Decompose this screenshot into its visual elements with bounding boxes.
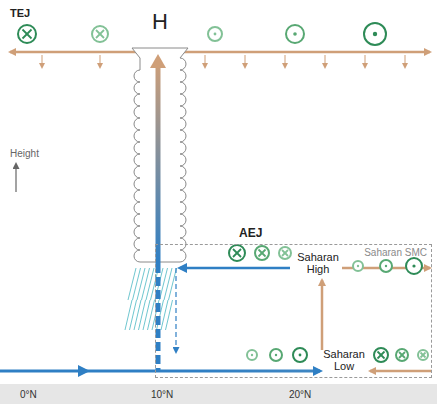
out-of-page-symbol bbox=[286, 25, 304, 43]
out-of-page-symbol bbox=[299, 354, 302, 357]
jet-name: TEJ bbox=[10, 7, 30, 19]
height-axis bbox=[15, 164, 16, 192]
out-of-page-symbol bbox=[270, 349, 282, 361]
subsidence-arrow bbox=[100, 55, 101, 67]
into-page-symbol bbox=[282, 250, 288, 256]
harmattan-arrow bbox=[370, 370, 432, 373]
pressure-label: Saharan High bbox=[295, 251, 341, 275]
axis-title: Height bbox=[10, 148, 39, 159]
aej-return-arrow bbox=[180, 267, 290, 270]
rain-stroke bbox=[164, 268, 172, 300]
downdraft-arrow bbox=[175, 268, 176, 352]
into-page-symbol bbox=[421, 353, 426, 358]
rain-stroke bbox=[146, 268, 154, 300]
out-of-page-symbol bbox=[353, 261, 363, 271]
updraft-dashed bbox=[156, 264, 161, 372]
subsidence-arrows bbox=[42, 55, 405, 67]
outflow-arrow bbox=[10, 51, 152, 54]
updraft-arrow bbox=[156, 66, 161, 264]
into-page-symbol bbox=[229, 245, 245, 261]
rain-stroke bbox=[160, 268, 168, 300]
wind-symbols bbox=[18, 23, 428, 362]
out-of-page-symbol bbox=[373, 32, 377, 36]
pressure-label: Saharan Low bbox=[321, 348, 367, 372]
out-of-page-symbol bbox=[364, 23, 386, 45]
into-page-symbol bbox=[418, 350, 428, 360]
out-of-page-symbol bbox=[208, 27, 222, 41]
outflow-arrow bbox=[168, 51, 430, 54]
into-page-symbol bbox=[279, 247, 291, 259]
out-of-page-symbol bbox=[293, 348, 307, 362]
into-page-symbol bbox=[399, 352, 405, 358]
out-of-page-symbol bbox=[275, 354, 277, 356]
out-of-page-symbol bbox=[385, 265, 387, 267]
into-page-symbol bbox=[23, 30, 32, 39]
into-page-symbol bbox=[378, 352, 385, 359]
subsidence-arrow bbox=[285, 55, 286, 67]
out-of-page-symbol bbox=[357, 265, 359, 267]
region-title: Saharan SMC bbox=[364, 247, 427, 258]
ground-band bbox=[0, 384, 437, 404]
into-page-symbol bbox=[421, 353, 426, 358]
into-page-symbol bbox=[255, 246, 269, 260]
subsidence-arrow bbox=[205, 55, 206, 67]
pressure-mark: H bbox=[152, 10, 168, 34]
latitude-tick: 10°N bbox=[151, 389, 173, 400]
into-page-symbol bbox=[23, 30, 32, 39]
subsidence-arrow bbox=[42, 55, 43, 67]
into-page-symbol bbox=[259, 250, 266, 257]
out-of-page-symbol bbox=[406, 258, 422, 274]
jet-name: AEJ bbox=[239, 227, 262, 240]
into-page-symbol bbox=[282, 250, 288, 256]
out-of-page-symbol bbox=[293, 32, 297, 36]
out-of-page-symbol bbox=[214, 33, 217, 36]
subsidence-arrow bbox=[405, 55, 406, 67]
into-page-symbol bbox=[18, 25, 36, 43]
rain-stroke bbox=[137, 268, 145, 300]
rain-stroke bbox=[142, 268, 150, 300]
into-page-symbol bbox=[96, 30, 104, 38]
updraft-head bbox=[150, 54, 166, 68]
into-page-symbol bbox=[378, 352, 385, 359]
into-page-symbol bbox=[233, 249, 241, 257]
into-page-symbol bbox=[233, 249, 241, 257]
into-page-symbol bbox=[259, 250, 266, 257]
out-of-page-symbol bbox=[247, 350, 257, 360]
subsidence-arrow bbox=[245, 55, 246, 67]
into-page-symbol bbox=[374, 348, 388, 362]
latitude-tick: 0°N bbox=[20, 389, 37, 400]
region-box: Saharan SMC bbox=[155, 244, 432, 378]
into-page-symbol bbox=[92, 26, 108, 42]
into-page-symbol bbox=[396, 349, 408, 361]
subsidence-arrow bbox=[325, 55, 326, 67]
out-of-page-symbol bbox=[251, 354, 253, 356]
rain-stroke bbox=[169, 268, 177, 300]
into-page-symbol bbox=[96, 30, 104, 38]
heat-low-ascent bbox=[321, 280, 324, 350]
rain-stroke bbox=[128, 268, 136, 300]
rain-hatching bbox=[125, 268, 177, 330]
out-of-page-symbol bbox=[380, 260, 392, 272]
monsoon-inflow bbox=[0, 370, 320, 373]
monsoon-head bbox=[78, 365, 90, 377]
subsidence-arrow bbox=[365, 55, 366, 67]
rain-stroke bbox=[133, 268, 141, 300]
rain-stroke bbox=[166, 300, 173, 330]
latitude-tick: 20°N bbox=[289, 389, 311, 400]
into-page-symbol bbox=[399, 352, 405, 358]
out-of-page-symbol bbox=[412, 264, 415, 267]
